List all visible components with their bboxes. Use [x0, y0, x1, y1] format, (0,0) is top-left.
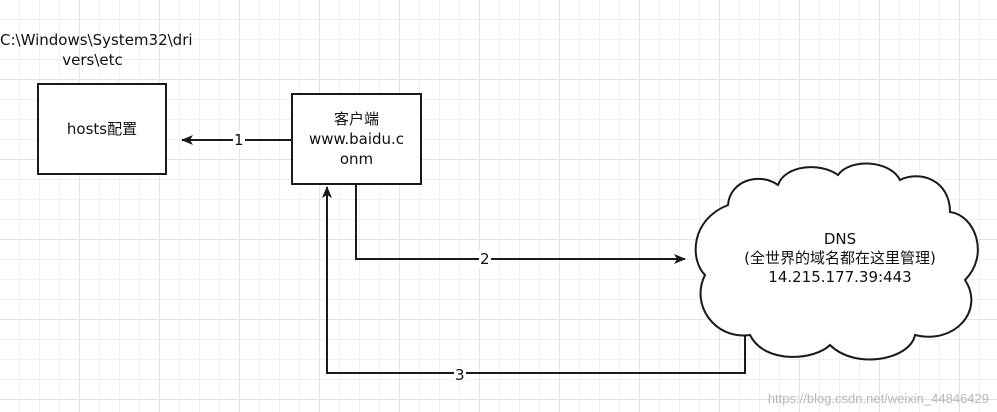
- watermark-text: https://blog.csdn.net/weixin_44846429: [767, 391, 989, 406]
- dns-title: DNS: [823, 230, 857, 248]
- dns-cloud-shape: [694, 162, 979, 361]
- client-box: 客户端 www.baidu.c onm: [291, 93, 422, 185]
- edge-2-label: 2: [479, 250, 491, 268]
- hosts-path-label: C:\Windows\System32\dri vers\etc: [0, 30, 193, 70]
- edge-3-label: 3: [454, 366, 466, 384]
- hosts-config-box: hosts配置: [37, 83, 167, 175]
- hosts-path-line-1: C:\Windows\System32\dri: [0, 31, 193, 49]
- dns-cloud-text: DNS (全世界的域名都在这里管理) 14.215.177.39:443: [705, 230, 975, 287]
- client-title: 客户端: [333, 110, 379, 128]
- client-url-line-2: onm: [339, 150, 374, 168]
- edge-1-label: 1: [233, 131, 245, 149]
- client-url-line-1: www.baidu.c: [308, 130, 405, 148]
- edge-3-arrow: [322, 186, 746, 374]
- dns-description: (全世界的域名都在这里管理): [744, 249, 936, 267]
- edge-2-arrow: [355, 185, 686, 264]
- hosts-config-label: hosts配置: [66, 120, 138, 138]
- hosts-path-line-2: vers\etc: [62, 51, 123, 69]
- dns-address: 14.215.177.39:443: [768, 268, 912, 286]
